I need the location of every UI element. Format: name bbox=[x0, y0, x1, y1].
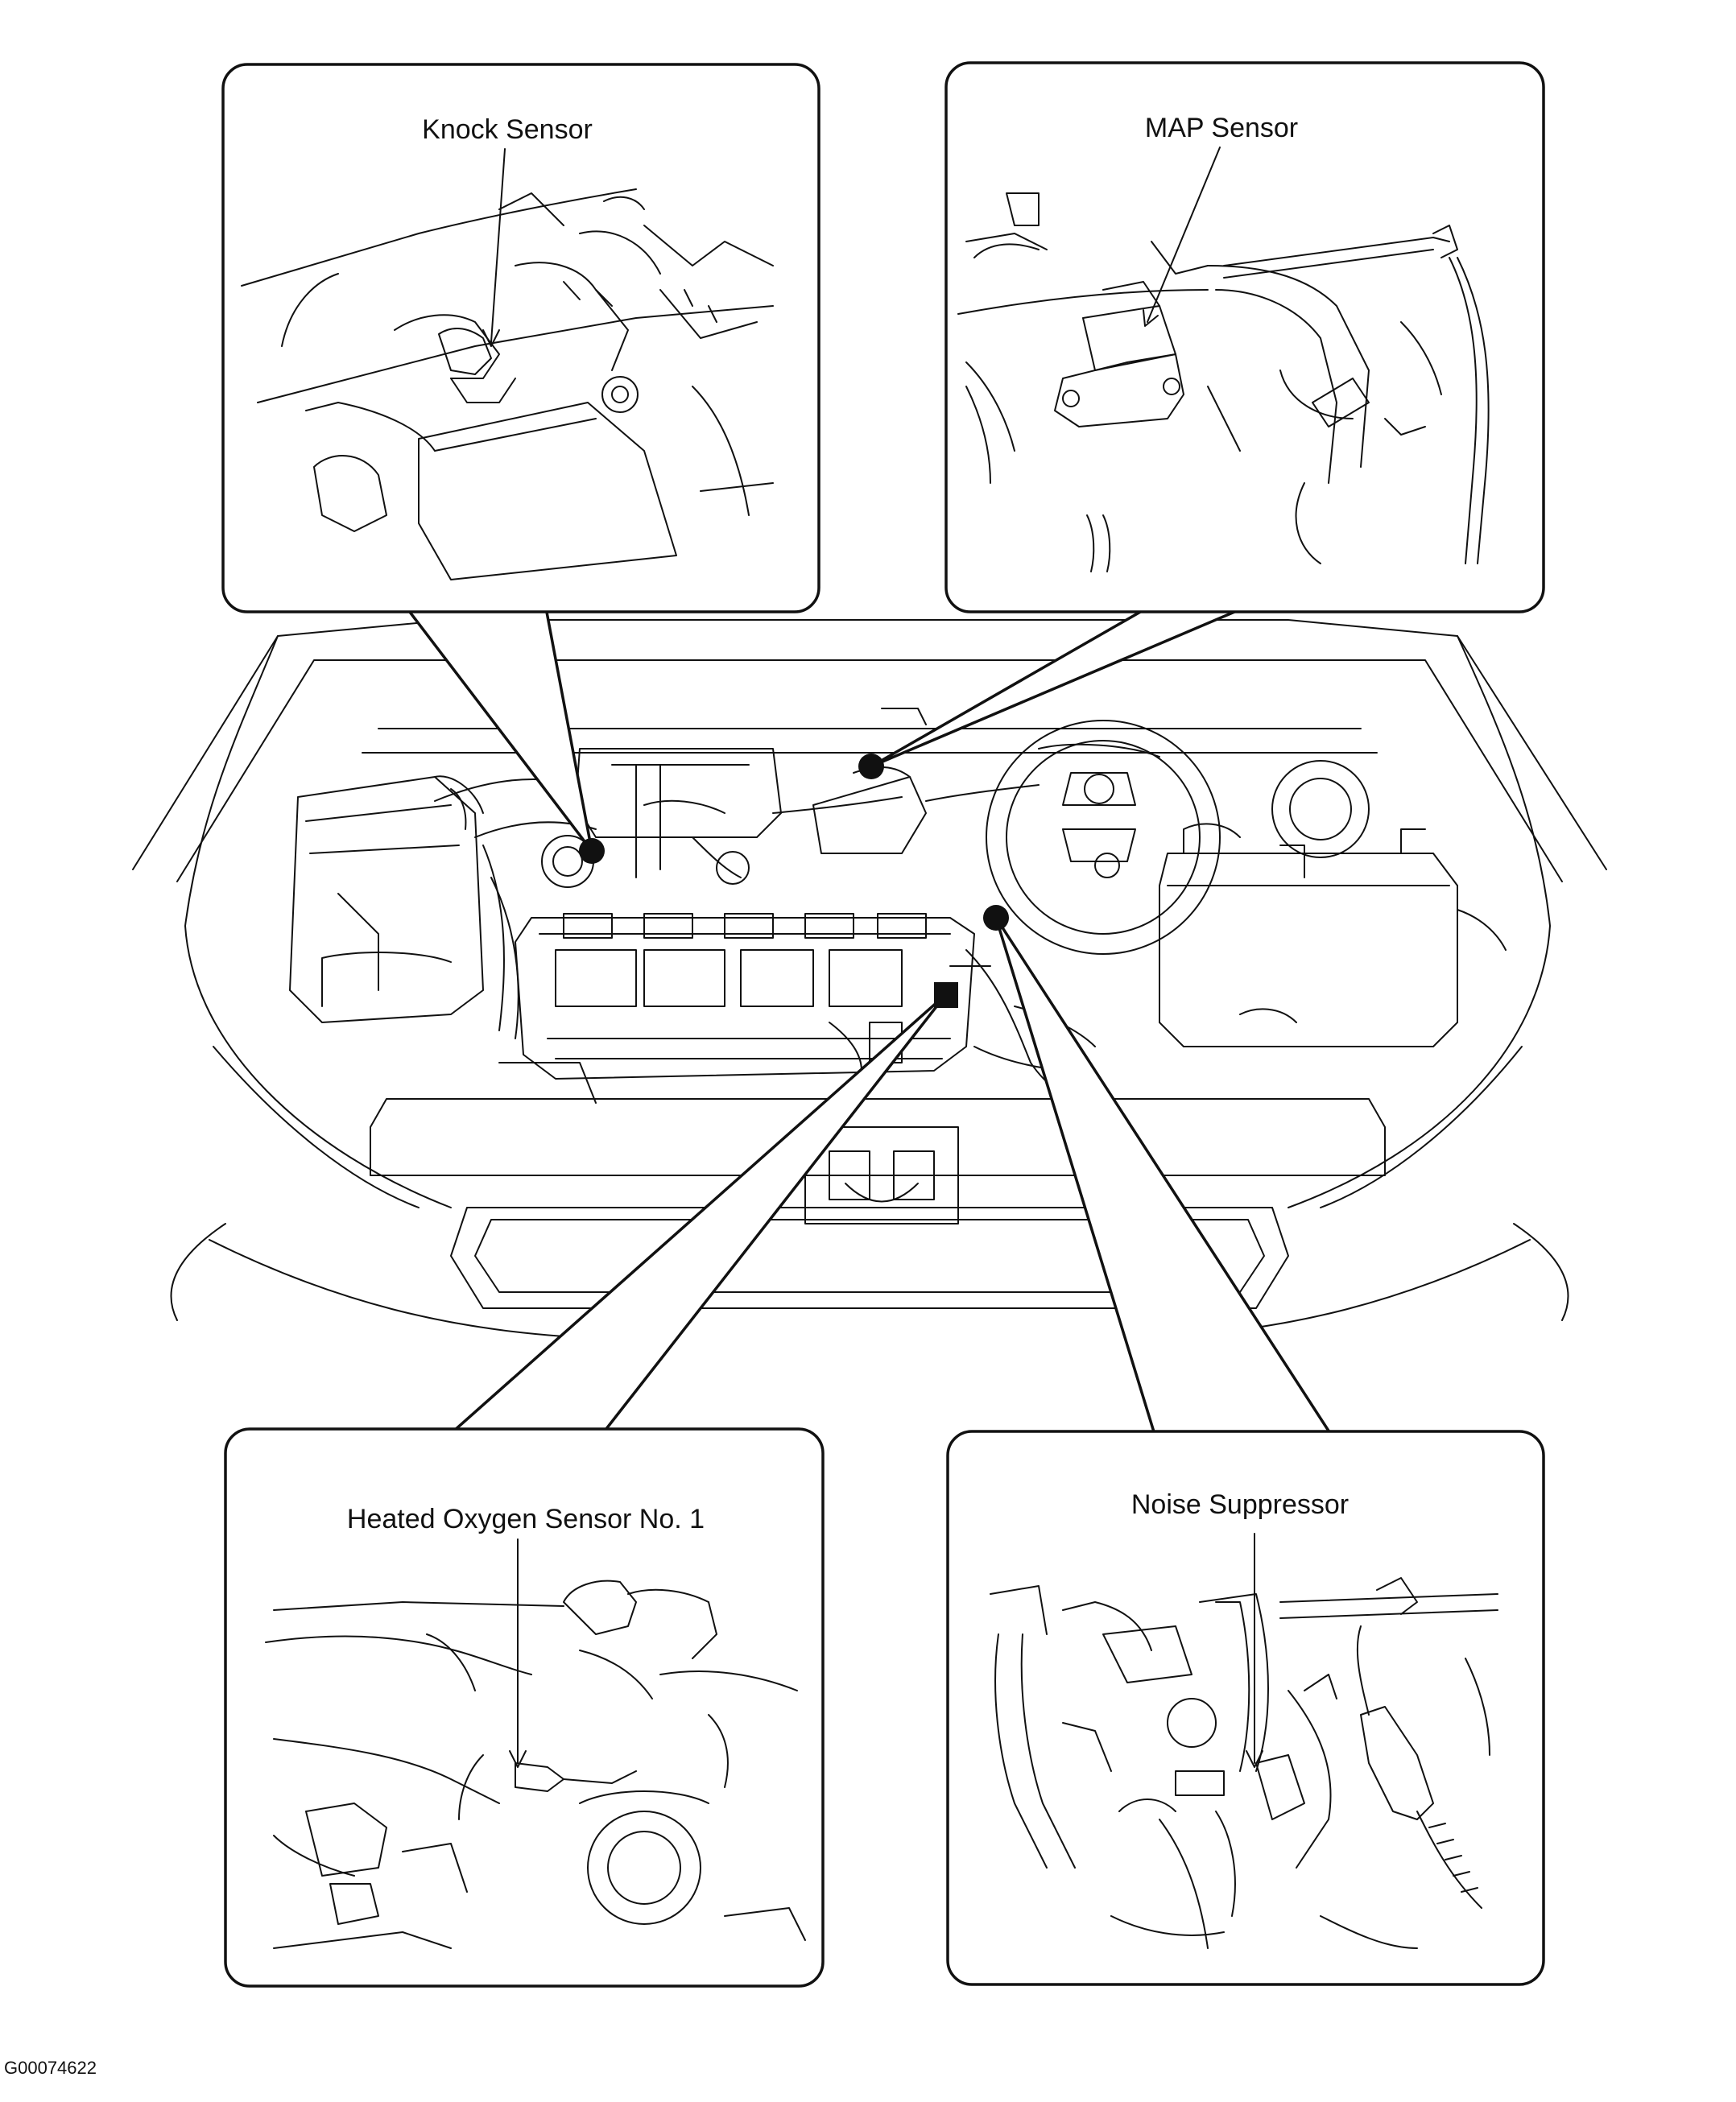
noise-suppressor-inset: Noise Suppressor bbox=[946, 1430, 1545, 1986]
heated-oxygen-sensor-inset: Heated Oxygen Sensor No. 1 bbox=[224, 1427, 825, 1988]
knock-sensor-label: Knock Sensor bbox=[422, 114, 593, 145]
knock-sensor-inset: Knock Sensor bbox=[221, 63, 820, 613]
knock-sensor-marker bbox=[579, 838, 605, 864]
callout-beams bbox=[405, 606, 1334, 1439]
map-sensor-beam bbox=[870, 606, 1246, 768]
map-sensor-inset: MAP Sensor bbox=[944, 61, 1545, 613]
noise-suppressor-marker bbox=[983, 905, 1009, 931]
sensor-location-markers bbox=[579, 754, 1009, 1008]
map-sensor-marker bbox=[858, 754, 884, 779]
engine-bay-drawing bbox=[132, 619, 1607, 1337]
heated-oxygen-sensor-beam bbox=[445, 993, 948, 1439]
figure-id: G00074622 bbox=[4, 2058, 97, 2078]
noise-suppressor-label: Noise Suppressor bbox=[1131, 1489, 1349, 1520]
map-sensor-label: MAP Sensor bbox=[1145, 113, 1298, 143]
heated-oxygen-sensor-label: Heated Oxygen Sensor No. 1 bbox=[347, 1504, 705, 1534]
noise-suppressor-beam bbox=[994, 916, 1334, 1439]
heated-oxygen-sensor-marker bbox=[934, 982, 958, 1008]
